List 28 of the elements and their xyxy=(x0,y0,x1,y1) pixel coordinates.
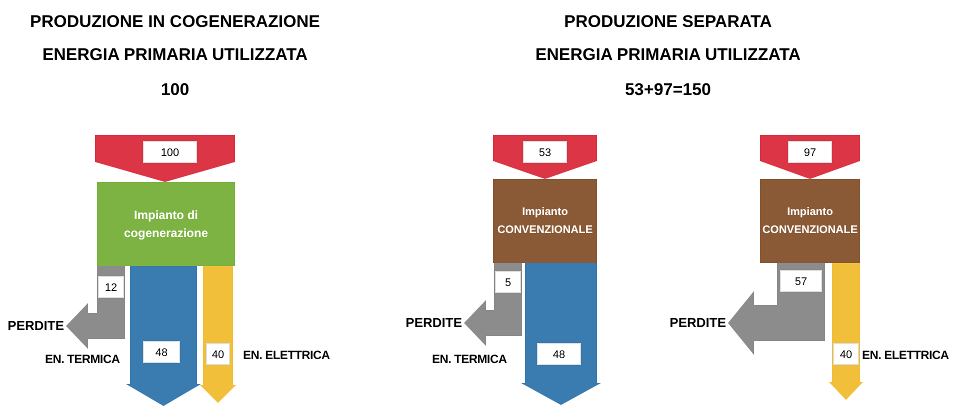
edge-label: 53 xyxy=(523,141,567,163)
total-value: 53+97=150 xyxy=(624,80,712,100)
total-value: 100 xyxy=(160,80,190,100)
edge-label: 5 xyxy=(495,271,521,293)
edge-label: 12 xyxy=(98,276,124,298)
flow-label: PERDITE xyxy=(4,317,64,335)
flow-label: EN. TERMICA xyxy=(432,352,507,366)
edge-label: 97 xyxy=(788,141,832,163)
flow-label: EN. ELETTRICA xyxy=(862,348,949,362)
plant-box: Impianto CONVENZIONALE xyxy=(760,179,860,263)
flow-label: PERDITE xyxy=(664,314,726,332)
flow-label: EN. TERMICA xyxy=(45,352,120,366)
edge-label: 48 xyxy=(143,341,180,363)
plant-box: Impianto CONVENZIONALE xyxy=(493,179,597,263)
edge-label: 57 xyxy=(780,270,822,292)
flow-arrow xyxy=(521,263,601,405)
plant-box: Impianto di cogenerazione xyxy=(97,182,235,266)
section-heading: PRODUZIONE SEPARATA xyxy=(564,12,772,32)
edge-label: 48 xyxy=(537,343,581,365)
edge-label: 40 xyxy=(833,343,859,365)
subheading: ENERGIA PRIMARIA UTILIZZATA xyxy=(535,45,801,65)
edge-label: 40 xyxy=(206,343,230,365)
subheading: ENERGIA PRIMARIA UTILIZZATA xyxy=(42,45,308,65)
edge-label: 100 xyxy=(143,141,197,163)
flow-arrow xyxy=(126,266,201,406)
flow-label: EN. ELETTRICA xyxy=(243,348,330,362)
flow-label: PERDITE xyxy=(400,314,462,332)
section-heading: PRODUZIONE IN COGENERAZIONE xyxy=(30,12,320,32)
